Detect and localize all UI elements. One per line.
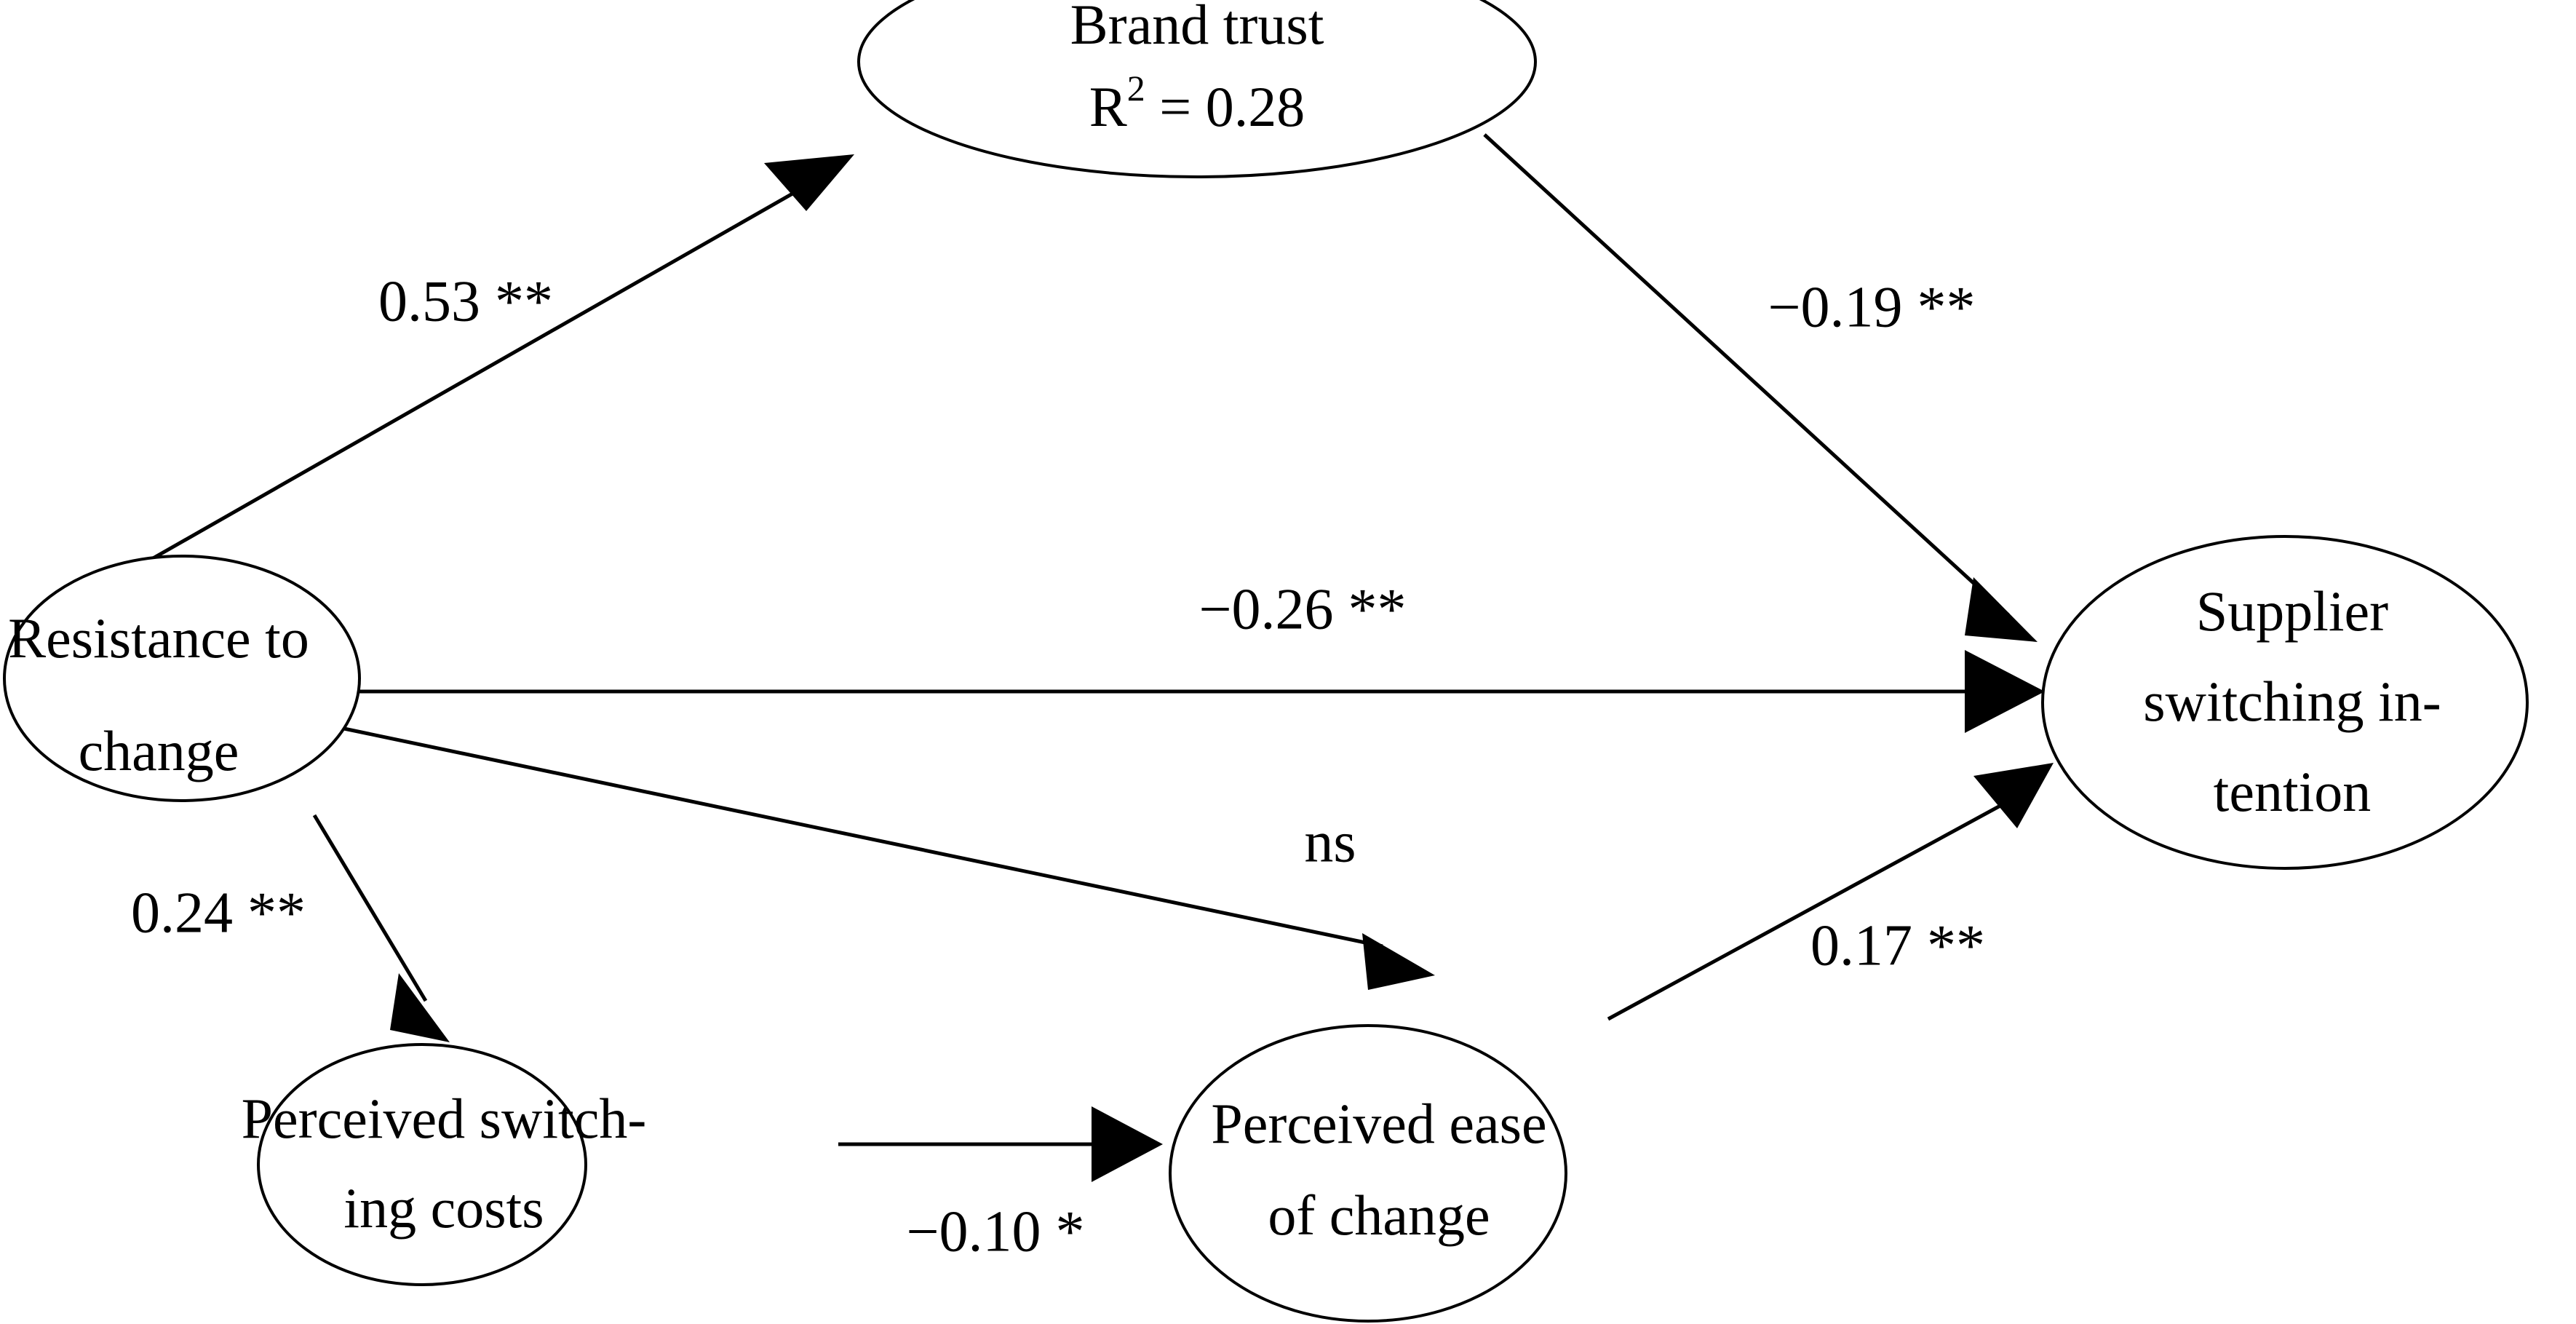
node-brand-trust[interactable]: Brand trust R2 = 0.28 (857, 0, 1537, 178)
edge-label-resistance-to-brand-trust: 0.53 ** (378, 269, 553, 333)
edge-line-resistance-to-ease-of-change (340, 726, 1383, 948)
r-squared-exponent: 2 (1127, 68, 1145, 108)
r-squared-prefix: R (1089, 75, 1127, 138)
arrowhead-ease-of-change-from-resistance (1362, 933, 1435, 990)
node-ellipse-supplier-switching-intention[interactable] (2041, 535, 2529, 870)
edge-label-resistance-to-switching-costs: 0.24 ** (131, 881, 306, 945)
node-ellipse-resistance-to-change[interactable] (3, 555, 361, 802)
arrowhead-supplier-from-brand-trust (1965, 577, 2038, 642)
node-label-ease-of-change-line1: Perceived ease (1211, 1092, 1546, 1155)
arrowhead-supplier-from-resistance (1965, 650, 2045, 733)
node-ellipse-perceived-switching-costs[interactable] (257, 1043, 587, 1286)
node-label-switching-costs-line2: ing costs (343, 1176, 544, 1240)
edge-label-switching-costs-to-ease-of-change: −0.10 * (906, 1200, 1084, 1264)
edge-label-resistance-to-supplier: −0.26 ** (1198, 577, 1406, 641)
arrowhead-switching-costs (390, 973, 450, 1042)
edge-line-ease-of-change-to-supplier (1607, 791, 2024, 1021)
edge-line-resistance-to-brand-trust (148, 170, 831, 563)
edge-ease-of-change-to-supplier: 0.17 ** (1607, 763, 2054, 1021)
arrowhead-brand-trust (764, 154, 854, 211)
edge-resistance-to-brand-trust: 0.53 ** (148, 154, 854, 563)
node-resistance-to-change[interactable]: Resistance to change (3, 555, 361, 802)
edge-label-ease-of-change-to-supplier: 0.17 ** (1810, 913, 1985, 978)
node-label-resistance-line2: change (79, 719, 239, 782)
node-perceived-ease-of-change[interactable]: Perceived ease of change (1169, 1024, 1567, 1323)
edge-switching-costs-to-ease-of-change: −0.10 * (838, 1106, 1163, 1264)
node-perceived-switching-costs[interactable]: Perceived switch- ing costs (242, 1043, 647, 1286)
node-label-supplier-line1: Supplier (2196, 579, 2388, 643)
node-label-supplier-line2: switching in- (2143, 670, 2441, 733)
node-label-switching-costs-line1: Perceived switch- (242, 1087, 647, 1150)
arrowhead-supplier-from-ease-of-change (1973, 763, 2054, 828)
node-label-resistance-line1: Resistance to (8, 606, 309, 670)
edge-label-resistance-to-ease-of-change: ns (1304, 810, 1356, 874)
edge-label-brand-trust-to-supplier: −0.19 ** (1768, 275, 1975, 339)
node-supplier-switching-intention[interactable]: Supplier switching in- tention (2041, 535, 2529, 870)
node-ellipse-perceived-ease-of-change[interactable] (1169, 1024, 1567, 1323)
node-ellipse-brand-trust[interactable] (857, 0, 1537, 178)
node-label-supplier-line3: tention (2214, 760, 2372, 823)
edge-resistance-to-supplier: −0.26 ** (342, 577, 2045, 733)
arrowhead-ease-of-change-from-switching-costs (1092, 1106, 1163, 1182)
node-label-brand-trust-r-squared: R2 = 0.28 (1089, 68, 1305, 138)
edge-brand-trust-to-supplier: −0.19 ** (1483, 133, 2038, 642)
r-squared-value: = 0.28 (1145, 75, 1305, 138)
edge-line-resistance-to-switching-costs (312, 814, 428, 1002)
edge-line-brand-trust-to-supplier (1483, 133, 2010, 617)
node-label-brand-trust-line1: Brand trust (1070, 0, 1324, 56)
node-label-ease-of-change-line2: of change (1268, 1184, 1490, 1247)
edge-resistance-to-ease-of-change: ns (340, 726, 1435, 990)
edge-resistance-to-switching-costs: 0.24 ** (131, 814, 450, 1042)
